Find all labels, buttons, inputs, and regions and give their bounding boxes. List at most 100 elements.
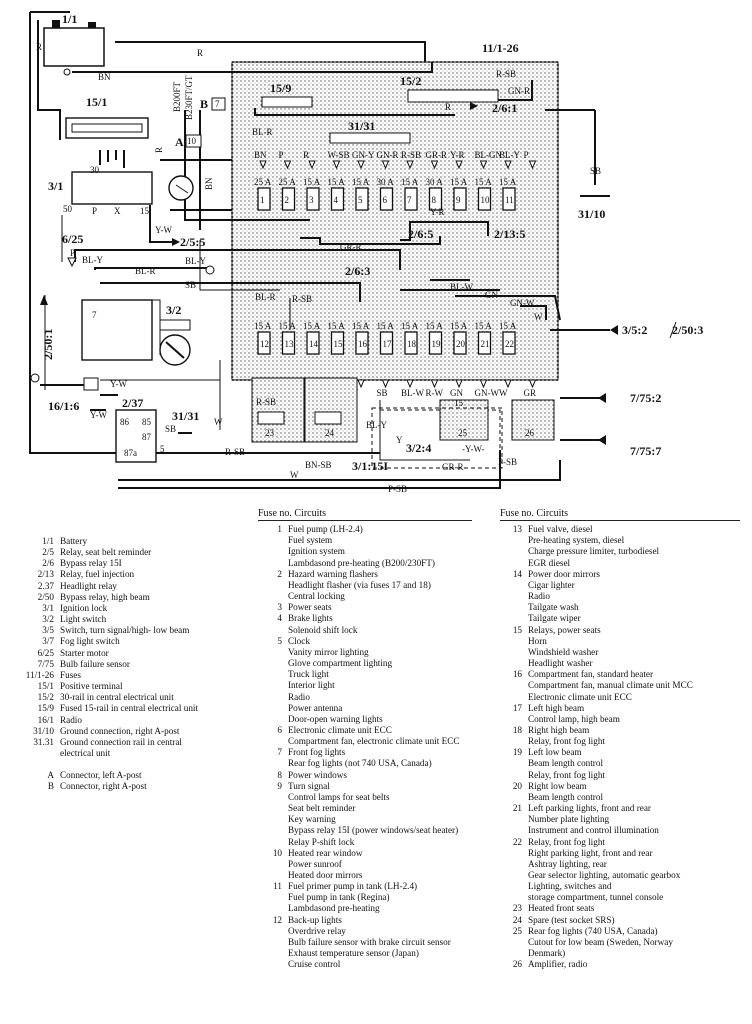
legend-entry-text: Switch, turn signal/high- low beam	[60, 625, 190, 636]
legend-entry-text: Lighting, switches and	[528, 881, 612, 892]
legend-entry-id	[500, 736, 528, 747]
connectors-a-b: B200FT B230FT/GT B 7 A 10 BN R	[154, 75, 226, 190]
ref-2-50-3: 2/50:3	[672, 323, 703, 337]
bottom-arrow	[406, 379, 414, 389]
bottom-fuse-amps: 15 A	[475, 321, 493, 331]
legend-entry-text: Power seats	[288, 602, 332, 613]
legend-entry-text: Door-open warning lights	[288, 713, 383, 724]
bottom-fuse-amps: 15 A	[401, 321, 419, 331]
legend-entry-id: 2/50	[37, 591, 54, 602]
pin-50: 50	[63, 204, 73, 214]
legend-entry-id	[258, 658, 288, 669]
legend-entry-text: Ground connection rail in central	[60, 736, 182, 747]
legend-entry-id: 20	[512, 780, 522, 791]
legend-entry-text: Exhaust temperature sensor (Japan)	[288, 948, 419, 959]
bottom-fuse	[453, 331, 467, 355]
top-fuse-number: 7	[407, 195, 412, 205]
legend-entry: Compartment fan, electronic climate unit…	[258, 736, 472, 747]
legend-entry-text: Fuel primer pump in tank (LH-2.4)	[288, 881, 418, 892]
ref-2-5-5: 2/5:5	[180, 235, 205, 249]
legend-entry-text: Right high beam	[528, 724, 590, 735]
legend-entry: Gear selector lighting, automatic gearbo…	[500, 870, 740, 881]
bottom-fuse-amps: 15 A	[352, 321, 370, 331]
top-fuse	[428, 187, 443, 211]
legend-entry-id	[500, 602, 528, 613]
top-fuse-amps: 15 A	[450, 177, 468, 187]
wire-label-r3: R	[154, 147, 164, 153]
fuse-legend-header-1: Fuse no. Circuits	[258, 508, 472, 522]
ignition-lock-label: 3/1	[48, 179, 63, 193]
top-fuse-amps: 15 A	[303, 177, 321, 187]
wire-label-r-sb3: R-SB	[225, 447, 245, 457]
legend-entry-id	[500, 948, 528, 959]
legend-entry: Beam length control	[500, 792, 740, 803]
relay-23: 23	[265, 428, 275, 438]
legend-entry-text: Relay, front fog light	[528, 769, 605, 780]
bottom-arrow	[455, 379, 463, 389]
legend-entry-text: Relay, seat belt reminder	[60, 547, 152, 558]
legend-entry-text: Horn	[528, 635, 547, 646]
bottom-fuse-amps: 15 A	[254, 321, 272, 331]
top-arrow	[455, 160, 463, 170]
bottom-fuse	[379, 331, 394, 355]
legend-entry-text: Right parking light, front and rear	[528, 847, 653, 858]
ground-rail-ref: 31/31	[172, 409, 199, 423]
legend-entry-id: 6/25	[37, 647, 54, 658]
bottom-fuse-amps: 15 A	[328, 321, 346, 331]
ref-7-75-7: 7/75:7	[630, 444, 661, 458]
legend-entry-id	[500, 546, 528, 557]
legend-entry-text: Bypass relay 15I	[60, 558, 122, 569]
wire-label-w: W	[214, 417, 223, 427]
legend-entry: Solenoid shift lock	[258, 625, 472, 636]
ground-right-a-post-label: 31/10	[578, 207, 605, 221]
legend-entry: Rear fog lights (not 740 USA, Canada)	[258, 758, 472, 769]
legend-entry: Headlight flasher (via fuses 17 and 18)	[258, 580, 472, 591]
wire-label-sb3: SB	[590, 166, 601, 176]
legend-entry: Vanity mirror lighting	[258, 647, 472, 658]
bottom-fuse-number: 15	[334, 339, 344, 349]
legend-entry-id	[258, 870, 288, 881]
top-fuse-number: 11	[505, 195, 514, 205]
legend-entry-id	[258, 837, 288, 848]
legend-entry-id	[258, 669, 288, 680]
top-wire-label: GR-R	[426, 150, 448, 160]
wire-label-r-sb2: R-SB	[256, 397, 276, 407]
top-arrow	[528, 160, 537, 170]
legend-entry-text: Power door mirrors	[528, 568, 600, 579]
legend-entry: Charge pressure limiter, turbodiesel	[500, 546, 740, 557]
top-fuse	[453, 187, 467, 211]
bottom-arrow	[381, 379, 390, 389]
wire-label-r4: R	[445, 102, 451, 112]
legend-entry-id	[500, 580, 528, 591]
legend-entry-text: Relay, front fog light	[528, 836, 605, 847]
legend-entry: Bulb failure sensor with brake circuit s…	[258, 937, 472, 948]
bottom-fuse-amps: 15 A	[426, 321, 444, 331]
wiring-diagram: 1/1 R BN R 15/1 B200FT B230FT/GT B 7 A 1…	[29, 11, 703, 494]
legend-entry-text: Connector, left A-post	[60, 770, 142, 781]
legend-entry: Seat belt reminder	[258, 803, 472, 814]
legend-entry-id: 11	[273, 881, 282, 892]
bottom-wire-label: BL-W	[401, 388, 424, 398]
legend-entry-text: Heated front seats	[528, 903, 595, 914]
battery-label: 1/1	[62, 12, 77, 26]
legend-entry: Denmark)	[500, 948, 740, 959]
bottom-arrow	[357, 379, 365, 389]
legend-entry-text: Control lamps for seat belts	[288, 791, 390, 802]
legend-entry-id: 7	[277, 747, 282, 758]
top-fuse-amps: 15 A	[401, 177, 419, 187]
top-fuse-number: 10	[481, 195, 491, 205]
relay-pin-85: 85	[142, 417, 152, 427]
legend-entry-id: 7/75	[37, 658, 54, 669]
top-wire-label: P	[279, 150, 284, 160]
top-fuse-amps: 30 A	[426, 177, 444, 187]
legend-entry: Tailgate wash	[500, 602, 740, 613]
legend-entry: 11 Fuel primer pump in tank (LH-2.4)	[258, 881, 472, 892]
relay-25: 25	[458, 428, 468, 438]
